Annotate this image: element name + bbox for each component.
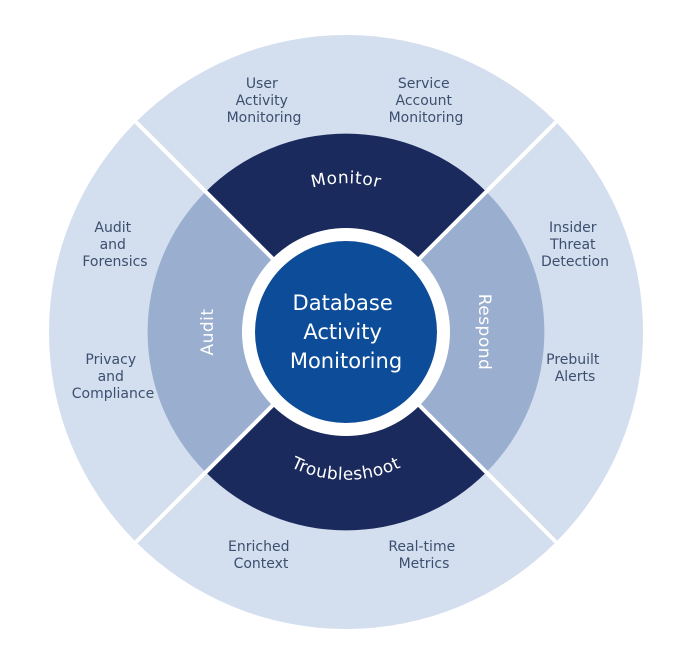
respond-segment	[404, 191, 545, 473]
center-title-line-3: Monitoring	[290, 349, 402, 373]
outer-label-user-activity-monitoring: User Activity Monitoring	[227, 76, 302, 126]
outer-label-insider-threat-detection: Insider Threat Detection	[541, 220, 609, 270]
troubleshoot-segment	[205, 390, 487, 531]
ring-label-audit: Audit	[198, 308, 218, 355]
center-title: Database Activity Monitoring	[290, 291, 402, 373]
outer-label-privacy-and-compliance: Privacy and Compliance	[72, 352, 154, 402]
center-disc	[255, 241, 437, 423]
outer-label-enriched-context: Enriched Context	[228, 539, 294, 572]
outer-label-service-account-monitoring: Service Account Monitoring	[389, 76, 464, 126]
outer-label-real-time-metrics: Real-time Metrics	[388, 539, 459, 572]
ring-label-respond: Respond	[474, 294, 494, 371]
center-title-line-1: Database	[293, 291, 393, 315]
center-title-line-2: Activity	[303, 320, 382, 344]
audit-segment	[147, 191, 288, 473]
monitor-segment	[205, 133, 487, 274]
outer-label-prebuilt-alerts: Prebuilt Alerts	[546, 352, 604, 385]
outer-label-audit-and-forensics: Audit and Forensics	[82, 220, 147, 270]
